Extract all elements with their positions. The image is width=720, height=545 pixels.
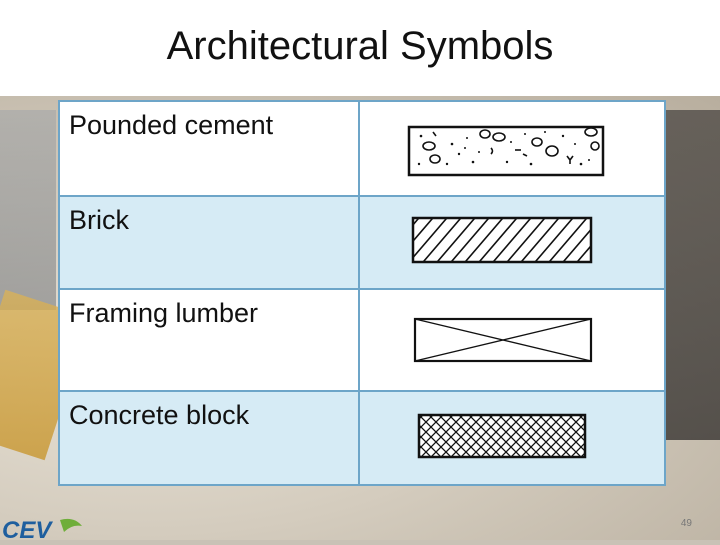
brick-symbol: [362, 197, 664, 288]
svg-text:CEV: CEV: [2, 517, 53, 540]
title-band: Architectural Symbols: [0, 0, 720, 96]
table-row: Pounded cement: [60, 102, 664, 197]
symbol-label: Pounded cement: [60, 102, 360, 195]
diagonal-hatch-pattern-icon: [411, 216, 593, 264]
table-row: Framing lumber: [60, 290, 664, 392]
table-row: Brick: [60, 197, 664, 290]
symbol-label: Brick: [60, 197, 360, 288]
cev-logo: CEV: [0, 514, 90, 544]
pounded-cement-symbol: [362, 102, 664, 195]
symbol-label: Framing lumber: [60, 290, 360, 390]
pounded-cement-pattern-icon: [407, 125, 605, 177]
table-row: Concrete block: [60, 392, 664, 484]
concrete-block-symbol: [362, 392, 664, 484]
x-cross-box-icon: [413, 317, 593, 363]
cross-hatch-pattern-icon: [417, 413, 587, 459]
framing-lumber-symbol: [362, 290, 664, 390]
slide-title: Architectural Symbols: [166, 24, 554, 68]
symbols-table: Pounded cement: [58, 100, 666, 486]
drafting-tool-image: [0, 110, 56, 310]
cev-logo-icon: CEV: [2, 517, 82, 544]
page-number: 49: [680, 518, 692, 529]
symbol-label: Concrete block: [60, 392, 360, 484]
compass-tool-image: [660, 110, 720, 440]
